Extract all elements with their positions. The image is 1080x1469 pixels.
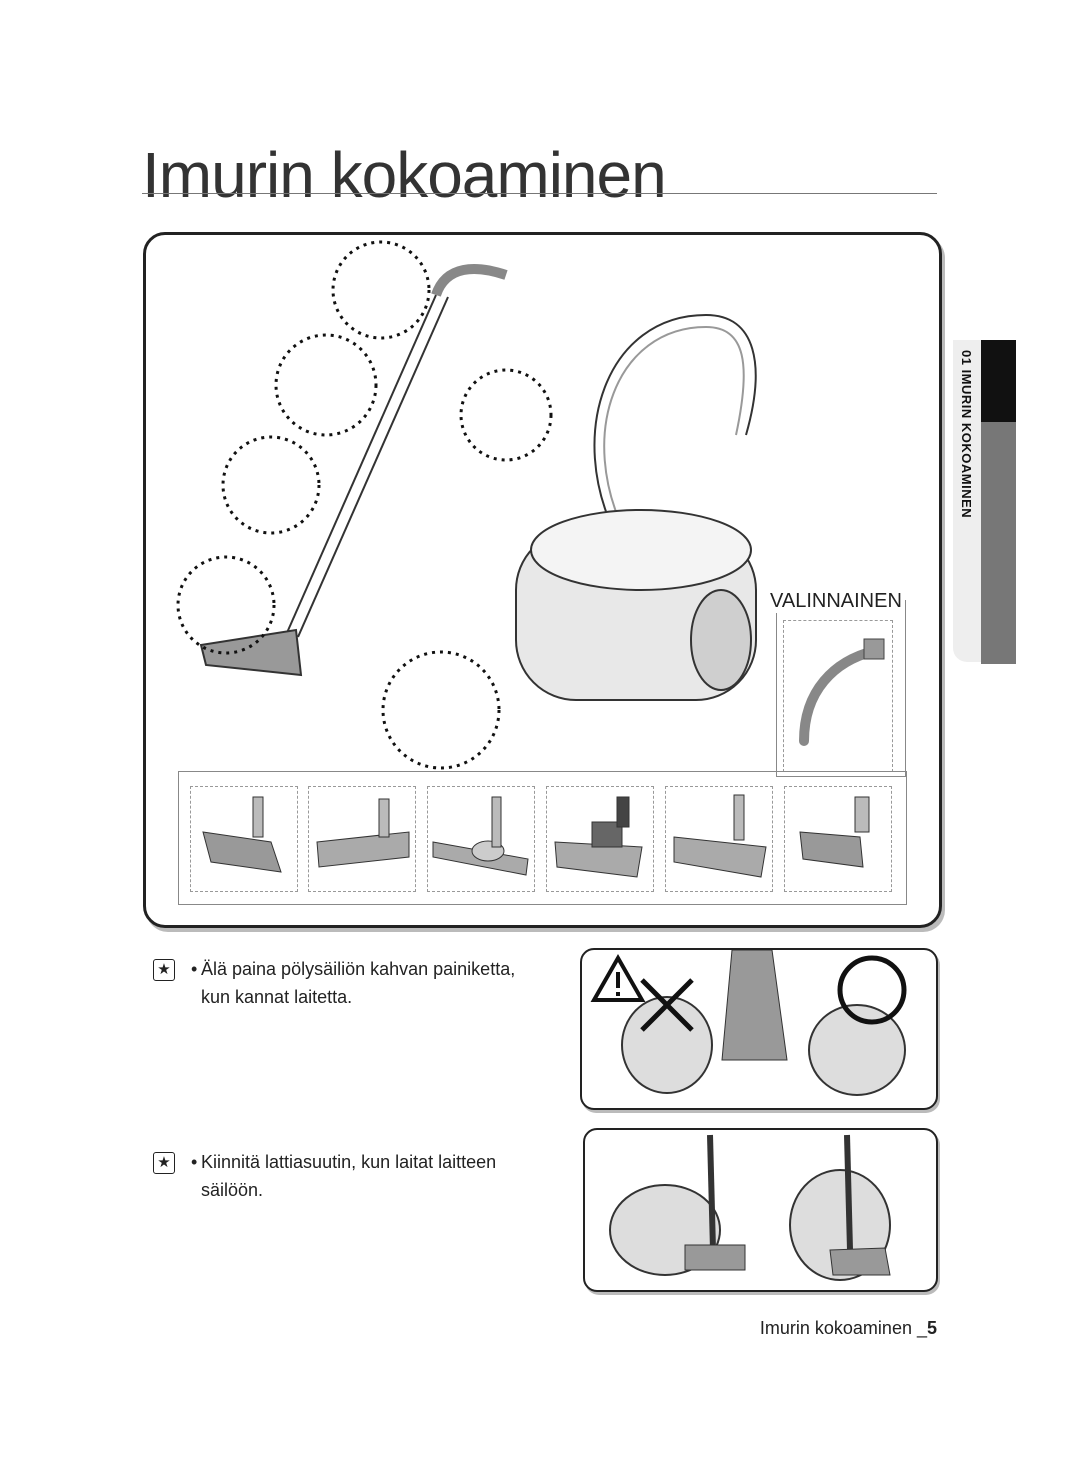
bullet-icon: • <box>191 1152 198 1172</box>
note-storage: ★ • Kiinnitä lattiasuutin, kun laitat la… <box>153 1148 533 1208</box>
nozzle-2 <box>308 786 416 892</box>
nozzle-5 <box>665 786 773 892</box>
ok-circle-icon <box>837 955 907 1025</box>
page-footer: Imurin kokoaminen _5 <box>760 1318 937 1339</box>
star-icon: ★ <box>153 1152 175 1174</box>
title-divider <box>142 193 937 194</box>
note-text: Älä paina pölysäiliön kahvan painiketta,… <box>201 959 516 1007</box>
optional-handle-image <box>783 620 893 772</box>
star-icon: ★ <box>153 959 175 981</box>
nozzle-4 <box>546 786 654 892</box>
assembly-illustration-panel <box>143 232 942 928</box>
nozzle-1 <box>190 786 298 892</box>
page-number: 5 <box>926 1318 937 1338</box>
storage-illustration <box>583 1128 938 1292</box>
note-text: Kiinnitä lattiasuutin, kun laitat laitte… <box>201 1152 497 1200</box>
optional-label: VALINNAINEN <box>770 590 902 613</box>
bullet-icon: • <box>191 959 198 979</box>
footer-title: Imurin kokoaminen _ <box>759 1318 927 1338</box>
vacuum-assembly-illustration <box>176 240 757 770</box>
chapter-tab-label: 01 IMURIN KOKOAMINEN <box>959 350 974 519</box>
carry-warning-illustration <box>580 948 938 1110</box>
nozzle-tray <box>178 771 907 905</box>
note-carry: ★ • Älä paina pölysäiliön kahvan painike… <box>153 955 533 1015</box>
optional-accessory-box <box>776 600 906 777</box>
curved-handle-icon <box>799 638 885 746</box>
nozzle-6 <box>784 786 892 892</box>
nozzle-3 <box>427 786 535 892</box>
page-title: Imurin kokoaminen <box>142 139 667 211</box>
chapter-tab <box>953 340 1016 664</box>
